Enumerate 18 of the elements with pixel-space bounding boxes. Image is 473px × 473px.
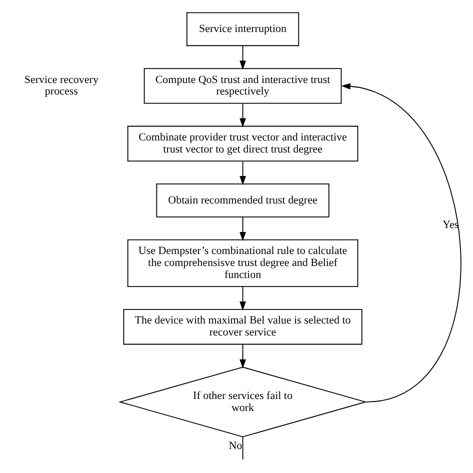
node-box: Obtain recommended trust degree bbox=[156, 184, 330, 218]
connector bbox=[242, 436, 244, 460]
label: Service recovery process bbox=[24, 74, 98, 98]
arrow bbox=[240, 344, 246, 369]
arrow bbox=[240, 216, 246, 242]
arrow bbox=[240, 45, 246, 70]
node-box: Compute QoS trust and interactive trust respectively bbox=[144, 68, 342, 104]
arrow bbox=[240, 286, 246, 311]
edge-label: No bbox=[228, 440, 242, 452]
arrow bbox=[240, 160, 246, 186]
node-box: The device with maximal Bel value is selected to recover service bbox=[123, 309, 362, 345]
node-box: Service interruption bbox=[186, 12, 300, 46]
node-diamond: If other services fail to work bbox=[118, 366, 368, 438]
node-box: Use Dempster’s combinational rule to calculate the comprehensisve trust degree and Belief function bbox=[127, 239, 358, 287]
node-box: Combinate provider trust vector and interactive trust vector to get direct trust degree bbox=[127, 126, 358, 162]
edge-label: Yes bbox=[442, 218, 459, 231]
arrow bbox=[240, 103, 246, 128]
arrow bbox=[341, 83, 461, 402]
